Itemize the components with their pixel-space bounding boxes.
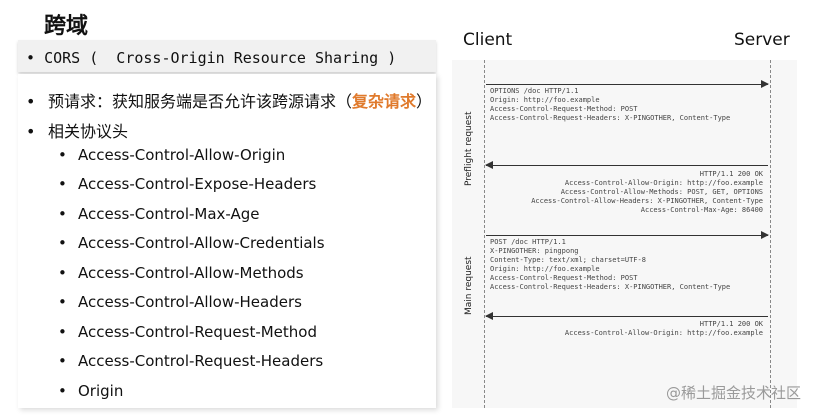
header-item-label: Access-Control-Request-Method xyxy=(78,323,317,341)
main-response-arrow xyxy=(485,312,768,320)
preflight-label: Preflight request xyxy=(464,111,474,187)
header-item: • Origin xyxy=(58,382,123,400)
header-item-label: Access-Control-Max-Age xyxy=(78,205,260,223)
header-item-label: Access-Control-Allow-Headers xyxy=(78,293,302,311)
client-label: Client xyxy=(463,30,513,50)
header-item-label: Access-Control-Expose-Headers xyxy=(78,175,317,193)
bullet-dot: • xyxy=(58,352,67,370)
bullet-dot: • xyxy=(58,323,67,341)
preflight-request-message: OPTIONS /doc HTTP/1.1 Origin: http://foo… xyxy=(490,87,731,122)
main-request-label: Main request xyxy=(464,256,474,315)
server-label: Server xyxy=(734,30,790,50)
complex-request-highlight: 复杂请求 xyxy=(352,92,417,111)
client-lifeline xyxy=(484,60,485,408)
preflight-request-arrow xyxy=(486,80,769,88)
server-lifeline xyxy=(770,60,771,408)
cors-text: CORS ( Cross-Origin Resource Sharing ) xyxy=(44,49,397,67)
preflight-suffix: ） xyxy=(416,92,433,111)
bullet-dot: • xyxy=(58,264,67,282)
bullet-dot: • xyxy=(58,146,67,164)
page-title: 跨域 xyxy=(44,14,89,39)
headers-bullet: • 相关协议头 xyxy=(26,118,128,142)
bullet-dot: • xyxy=(58,382,67,400)
preflight-text: 预请求：获知服务端是否允许该跨源请求（ xyxy=(48,92,353,111)
header-item-label: Origin xyxy=(78,382,124,400)
header-item: • Access-Control-Max-Age xyxy=(58,205,260,223)
bullet-dot: • xyxy=(58,175,67,193)
header-item: • Access-Control-Expose-Headers xyxy=(58,175,316,193)
header-item: • Access-Control-Request-Method xyxy=(58,323,317,341)
header-item: • Access-Control-Allow-Origin xyxy=(58,146,285,164)
bullet-dot: • xyxy=(58,205,67,223)
content-panel xyxy=(18,74,436,408)
bullet-dot: • xyxy=(58,234,67,252)
header-item: • Access-Control-Allow-Headers xyxy=(58,293,302,311)
header-item: • Access-Control-Request-Headers xyxy=(58,352,323,370)
bullet-dot: • xyxy=(26,49,36,67)
bullet-dot: • xyxy=(26,92,36,111)
watermark: @稀土掘金技术社区 xyxy=(665,384,801,402)
preflight-bullet: • 预请求：获知服务端是否允许该跨源请求（复杂请求） xyxy=(26,88,432,112)
cors-bullet: • CORS ( Cross-Origin Resource Sharing ) xyxy=(26,49,396,67)
cors-highlight-band xyxy=(18,40,436,72)
header-item: • Access-Control-Allow-Credentials xyxy=(58,234,325,252)
headers-heading: 相关协议头 xyxy=(48,122,129,141)
header-item-label: Access-Control-Allow-Methods xyxy=(78,264,304,282)
preflight-response-message: HTTP/1.1 200 OK Access-Control-Allow-Ori… xyxy=(531,170,763,214)
main-request-arrow xyxy=(486,231,769,239)
sequence-diagram xyxy=(452,60,797,408)
bullet-dot: • xyxy=(26,122,36,141)
bullet-dot: • xyxy=(58,293,67,311)
header-item-label: Access-Control-Request-Headers xyxy=(78,352,324,370)
header-item-label: Access-Control-Allow-Origin xyxy=(78,146,286,164)
main-request-message: POST /doc HTTP/1.1 X-PINGOTHER: pingpong… xyxy=(490,238,731,291)
header-item-label: Access-Control-Allow-Credentials xyxy=(78,234,325,252)
header-item: • Access-Control-Allow-Methods xyxy=(58,264,304,282)
preflight-response-arrow xyxy=(485,161,768,169)
main-response-message: HTTP/1.1 200 OK Access-Control-Allow-Ori… xyxy=(564,320,763,337)
